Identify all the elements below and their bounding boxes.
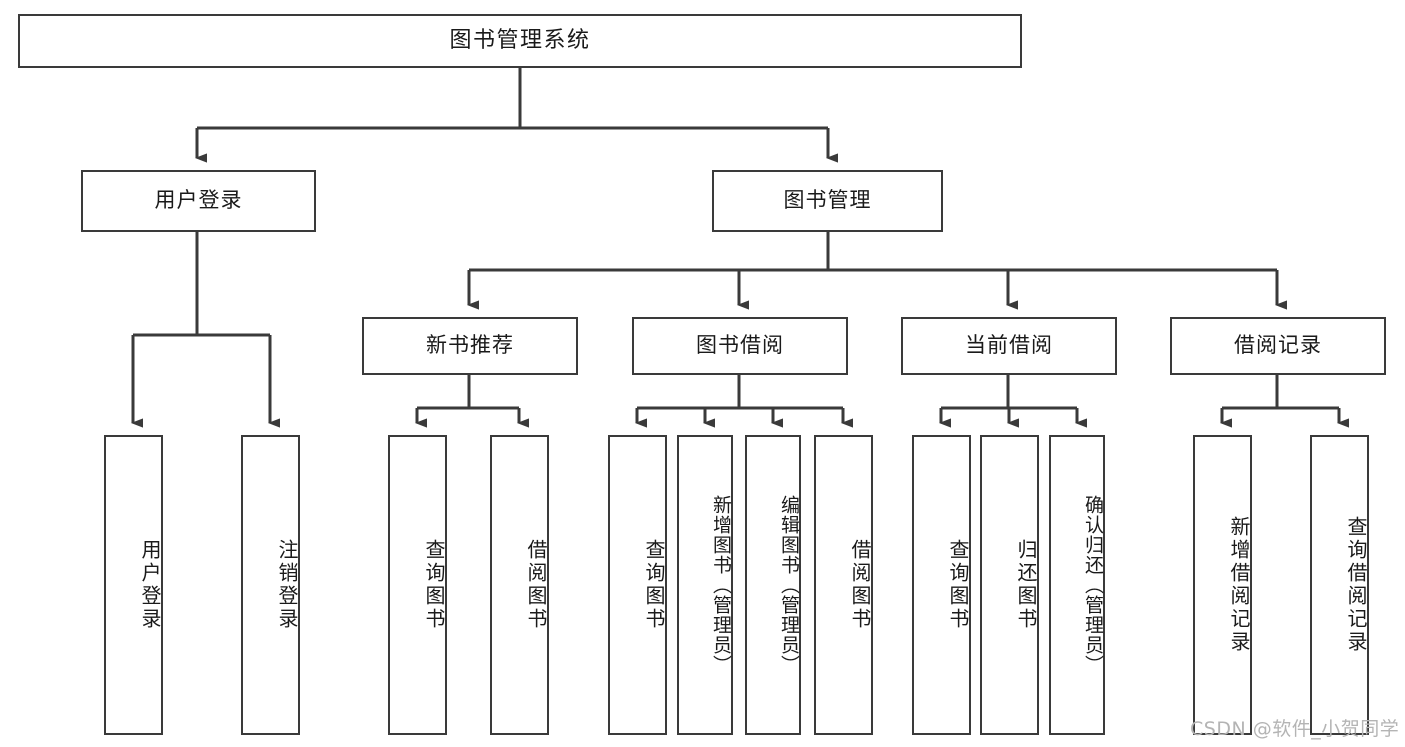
leaf-current-return-book[interactable]: 归还图书 <box>980 435 1039 735</box>
leaf-borrow-query-book[interactable]: 查询图书 <box>608 435 667 735</box>
node-user-login[interactable]: 用户登录 <box>81 170 316 232</box>
node-book-borrow[interactable]: 图书借阅 <box>632 317 848 375</box>
watermark-credit: CSDN @软件_小贺同学 <box>1190 718 1400 740</box>
leaf-current-query-book[interactable]: 查询图书 <box>912 435 971 735</box>
leaf-record-add-borrow-record[interactable]: 新增借阅记录 <box>1193 435 1252 735</box>
leaf-recommend-borrow-book[interactable]: 借阅图书 <box>490 435 549 735</box>
node-book-management[interactable]: 图书管理 <box>712 170 943 232</box>
node-new-book-recommend[interactable]: 新书推荐 <box>362 317 578 375</box>
node-root-system[interactable]: 图书管理系统 <box>18 14 1022 68</box>
leaf-recommend-query-book[interactable]: 查询图书 <box>388 435 447 735</box>
node-borrow-record[interactable]: 借阅记录 <box>1170 317 1386 375</box>
leaf-borrow-edit-book-admin[interactable]: 编辑图书（管理员） <box>745 435 801 735</box>
leaf-borrow-add-book-admin[interactable]: 新增图书（管理员） <box>677 435 733 735</box>
leaf-record-query-borrow-record[interactable]: 查询借阅记录 <box>1310 435 1369 735</box>
leaf-user-logout[interactable]: 注销登录 <box>241 435 300 735</box>
leaf-user-login[interactable]: 用户登录 <box>104 435 163 735</box>
leaf-borrow-borrow-book[interactable]: 借阅图书 <box>814 435 873 735</box>
leaf-current-confirm-return-admin[interactable]: 确认归还（管理员） <box>1049 435 1105 735</box>
node-current-borrow[interactable]: 当前借阅 <box>901 317 1117 375</box>
